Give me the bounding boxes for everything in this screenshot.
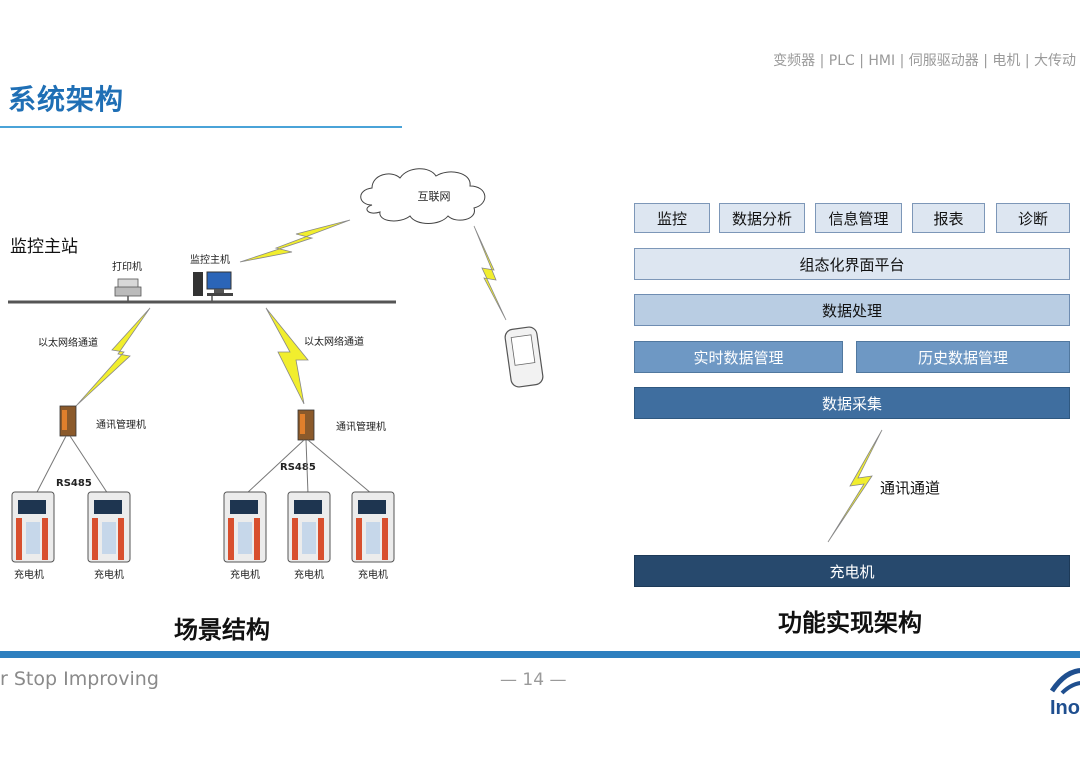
comm-manager-right-label: 通讯管理机: [336, 420, 386, 433]
ethernet-right-label: 以太网络通道: [304, 335, 364, 348]
monitor-host-label: 监控主机: [190, 253, 230, 266]
arch-box-monitor: 监控: [634, 203, 710, 233]
arch-box-realtime: 实时数据管理: [634, 341, 843, 373]
arch-box-platform: 组态化界面平台: [634, 248, 1070, 280]
wireless-link-icon: [265, 307, 309, 405]
charger-label: 充电机: [14, 568, 44, 581]
arch-box-info-management: 信息管理: [815, 203, 902, 233]
arch-caption: 功能实现架构: [778, 609, 922, 637]
header-topnav: 变频器 | PLC | HMI | 伺服驱动器 | 电机 | 大传动: [773, 53, 1076, 69]
wireless-link-icon: [473, 225, 507, 321]
charger-icon: [287, 491, 331, 563]
charger-label: 充电机: [230, 568, 260, 581]
printer-icon: [114, 278, 142, 297]
printer-label: 打印机: [112, 260, 142, 273]
charger-icon: [87, 491, 131, 563]
arch-box-reports: 报表: [912, 203, 985, 233]
title-underline: [0, 126, 402, 128]
computer-icon: [193, 271, 233, 296]
rs485-left-label: RS485: [56, 478, 92, 489]
page-number: — 14 —: [500, 670, 567, 690]
comm-manager-icon: [59, 405, 77, 437]
wireless-link-icon: [75, 307, 151, 407]
arch-channel-label: 通讯通道: [880, 479, 941, 497]
page-title: 系统架构: [8, 83, 125, 116]
comm-manager-left-label: 通讯管理机: [96, 418, 146, 431]
arch-box-collection: 数据采集: [634, 387, 1070, 419]
footer-slogan: r Stop Improving: [0, 668, 159, 690]
charger-icon: [223, 491, 267, 563]
logo-text: Inov: [1050, 697, 1080, 719]
charger-label: 充电机: [294, 568, 324, 581]
company-logo: Inov: [1048, 663, 1080, 723]
charger-label: 充电机: [358, 568, 388, 581]
charger-icon: [11, 491, 55, 563]
arch-box-processing: 数据处理: [634, 294, 1070, 326]
comm-manager-icon: [297, 409, 315, 441]
internet-cloud-icon: [360, 168, 486, 224]
rs485-right-label: RS485: [280, 462, 316, 473]
wireless-link-icon: [239, 219, 351, 263]
station-label: 监控主站: [10, 237, 78, 257]
internet-label: 互联网: [418, 190, 451, 203]
arch-box-charger: 充电机: [634, 555, 1070, 587]
scene-diagram: 互联网 监控主站 打印机 监控主机 以太网络通道 以太网络通道: [8, 168, 544, 581]
ethernet-left-label: 以太网络通道: [38, 336, 98, 349]
arch-box-history: 历史数据管理: [856, 341, 1070, 373]
charger-label: 充电机: [94, 568, 124, 581]
scene-caption: 场景结构: [174, 616, 270, 644]
mobile-phone-icon: [504, 326, 544, 388]
channel-lightning-icon: [827, 429, 883, 543]
logo-arc-icon: [1049, 668, 1080, 695]
arch-box-diagnosis: 诊断: [996, 203, 1070, 233]
arch-box-data-analysis: 数据分析: [719, 203, 805, 233]
charger-icon: [351, 491, 395, 563]
footer-divider: [0, 651, 1080, 658]
